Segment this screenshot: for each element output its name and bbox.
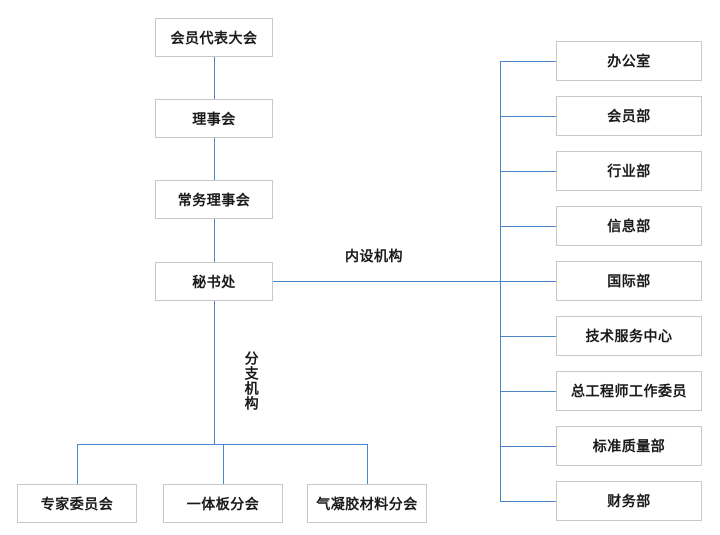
node-aerogel-material-branch[interactable]: 气凝胶材料分会 [307, 484, 427, 523]
connector-council-to-standing [213, 138, 215, 180]
stub-industry [500, 170, 556, 172]
connector-bus-to-integrated-board [222, 444, 224, 484]
node-tech-service-center[interactable]: 技术服务中心 [556, 316, 702, 356]
node-integrated-board-branch[interactable]: 一体板分会 [163, 484, 283, 523]
connector-bus-to-expert-committee [76, 444, 78, 484]
stub-tech-service [500, 335, 556, 337]
node-international-dept[interactable]: 国际部 [556, 261, 702, 301]
connector-bus-to-aerogel [366, 444, 368, 484]
node-membership-dept[interactable]: 会员部 [556, 96, 702, 136]
connector-secretariat-to-branch-bus [213, 301, 215, 445]
stub-international [500, 280, 556, 282]
node-expert-committee[interactable]: 专家委员会 [17, 484, 137, 523]
node-office[interactable]: 办公室 [556, 41, 702, 81]
stub-standards-quality [500, 445, 556, 447]
node-standing-council[interactable]: 常务理事会 [155, 180, 273, 219]
stub-office [500, 60, 556, 62]
node-standards-quality-dept[interactable]: 标准质量部 [556, 426, 702, 466]
stub-chief-engineer [500, 390, 556, 392]
node-council[interactable]: 理事会 [155, 99, 273, 138]
node-information-dept[interactable]: 信息部 [556, 206, 702, 246]
stub-information [500, 225, 556, 227]
node-chief-engineer-committee[interactable]: 总工程师工作委员 [556, 371, 702, 411]
node-industry-dept[interactable]: 行业部 [556, 151, 702, 191]
node-finance-dept[interactable]: 财务部 [556, 481, 702, 521]
branch-horizontal-bus [77, 443, 367, 445]
connector-congress-to-council [213, 57, 215, 99]
label-branch-organizations: 分支机构 [243, 351, 260, 411]
connector-secretariat-to-internal-trunk [273, 280, 500, 282]
node-members-congress[interactable]: 会员代表大会 [155, 18, 273, 57]
label-internal-departments: 内设机构 [345, 248, 403, 264]
stub-membership [500, 115, 556, 117]
node-secretariat[interactable]: 秘书处 [155, 262, 273, 301]
stub-finance [500, 500, 556, 502]
connector-standing-to-secretariat [213, 219, 215, 262]
